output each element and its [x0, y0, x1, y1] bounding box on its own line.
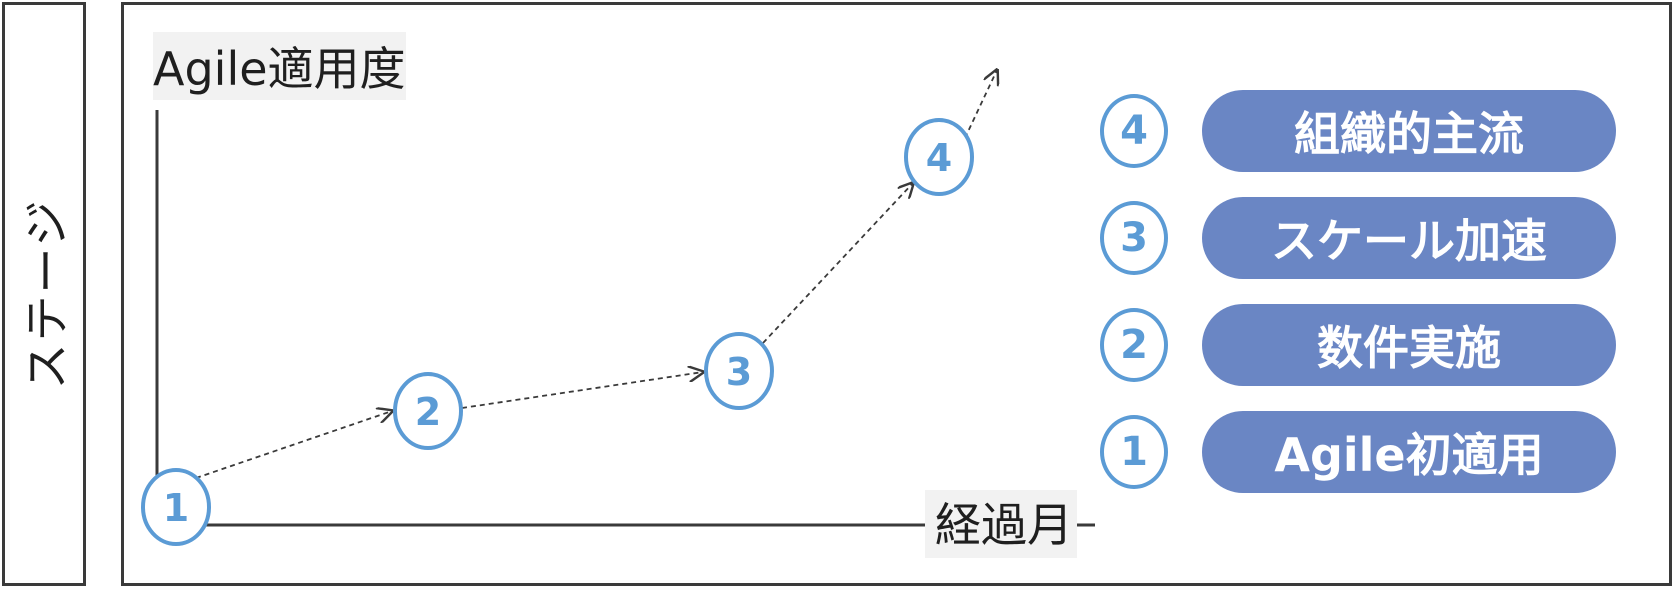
- side-label-box: ステージ: [2, 2, 86, 586]
- legend-row-2: 2 数件実施: [1100, 304, 1620, 386]
- legend-label-1: Agile初適用: [1202, 411, 1616, 493]
- legend-row-1: 1 Agile初適用: [1100, 411, 1620, 493]
- stage-marker-2-label: 2: [415, 390, 441, 434]
- legend-label-3: スケール加速: [1202, 197, 1616, 279]
- x-axis-title: 経過月: [925, 490, 1077, 558]
- stage-marker-1-label: 1: [163, 486, 189, 530]
- progress-arrow-2-3: [461, 372, 703, 409]
- stage-marker-1: 1: [141, 468, 211, 546]
- legend-number-1: 1: [1100, 415, 1168, 489]
- legend-row-3: 3 スケール加速: [1100, 197, 1620, 279]
- legend-number-4: 4: [1100, 94, 1168, 168]
- progress-arrow-3-4: [762, 183, 913, 344]
- legend-row-4: 4 組織的主流: [1100, 90, 1620, 172]
- stage-marker-2: 2: [393, 372, 463, 450]
- legend-label-4: 組織的主流: [1202, 90, 1616, 172]
- legend-number-3: 3: [1100, 201, 1168, 275]
- stage-marker-4-label: 4: [926, 136, 952, 180]
- progress-arrow-4-next: [964, 70, 997, 139]
- legend-number-2: 2: [1100, 308, 1168, 382]
- progress-arrow-1-2: [195, 411, 392, 479]
- stage-marker-3-label: 3: [726, 350, 752, 394]
- stage-marker-3: 3: [704, 332, 774, 410]
- stage-marker-4: 4: [904, 118, 974, 196]
- y-axis-title: Agile適用度: [153, 32, 406, 100]
- legend-label-2: 数件実施: [1202, 304, 1616, 386]
